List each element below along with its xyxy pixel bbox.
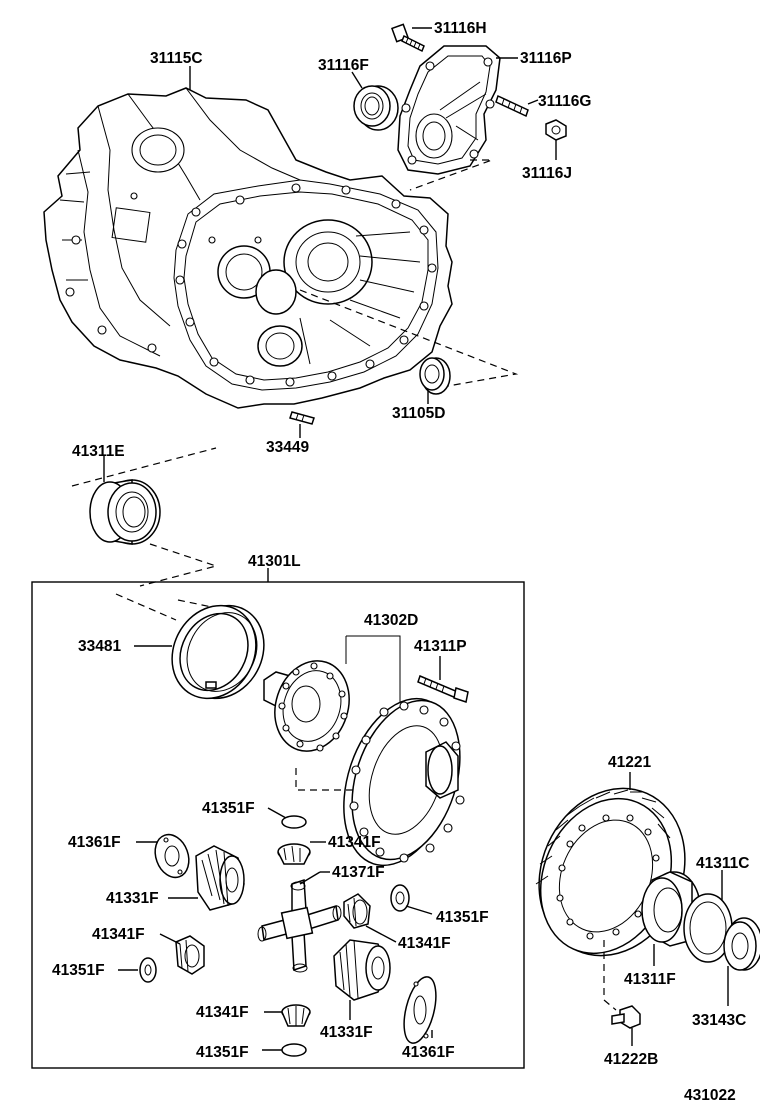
label-31116J: 31116J (522, 165, 572, 182)
label-31116G: 31116G (538, 93, 591, 110)
washer-41351F-bottom (281, 1043, 307, 1057)
oil-seal-31116F (353, 85, 399, 131)
label-41311F: 41311F (624, 971, 676, 988)
label-41351F-bottom: 41351F (196, 1044, 249, 1061)
side-gear-41331F-bottom (333, 939, 391, 1001)
nut-31116J (545, 119, 567, 141)
differential-assembly-box (31, 581, 525, 1069)
label-41331F-bottom: 41331F (320, 1024, 373, 1041)
label-33143C: 33143C (692, 1012, 746, 1029)
pin-33449 (289, 411, 315, 425)
differential-case-41302D (263, 660, 465, 867)
thrust-washer-41361F-right (403, 976, 437, 1044)
label-41311C: 41311C (696, 855, 749, 872)
pinion-41341F-left (175, 935, 205, 975)
thrust-washer-41361F-left (154, 833, 190, 879)
label-41311E: 41311E (72, 443, 125, 460)
label-41361F-right: 41361F (402, 1044, 455, 1061)
bolt-31116H (391, 23, 425, 53)
label-31116P: 31116P (520, 50, 572, 67)
spider-41371F (257, 878, 342, 973)
washer-41351F-right (390, 884, 410, 912)
label-41361F-left: 41361F (68, 834, 121, 851)
label-31105D: 31105D (392, 405, 445, 422)
label-41341F-right: 41341F (398, 935, 451, 952)
oil-seal-31105D (419, 357, 451, 395)
cover-plate-31116P (397, 45, 501, 175)
shim-ring-33481 (171, 604, 265, 700)
label-41302D: 41302D (364, 612, 418, 629)
label-41222B: 41222B (604, 1051, 658, 1068)
pinion-41341F-right (343, 893, 371, 929)
stud-31116G (495, 94, 529, 118)
pinion-41341F-bottom (281, 1004, 311, 1027)
label-31116F: 31116F (318, 57, 369, 74)
washer-41351F-top (281, 815, 307, 829)
label-33449: 33449 (266, 439, 309, 456)
label-41341F-bottom: 41341F (196, 1004, 249, 1021)
label-41341F-left: 41341F (92, 926, 145, 943)
bolt-41311P (417, 674, 469, 703)
label-31116H: 31116H (434, 20, 487, 37)
figure-code: 431022 (684, 1087, 736, 1104)
side-gear-41331F-left (195, 845, 245, 911)
label-41331F-left: 41331F (106, 890, 159, 907)
label-41351F-left: 41351F (52, 962, 105, 979)
label-31115C: 31115C (150, 50, 203, 67)
label-41301L: 41301L (248, 553, 301, 570)
oil-seal-33143C (723, 917, 760, 971)
label-41371F: 41371F (332, 864, 385, 881)
label-41341F-top: 41341F (328, 834, 381, 851)
bolt-41222B (611, 1005, 641, 1029)
ring-gear-41221 (535, 787, 686, 957)
transaxle-case-drawing (43, 87, 453, 409)
washer-41351F-left (139, 957, 157, 983)
pinion-41341F-top (277, 843, 311, 865)
label-33481: 33481 (78, 638, 121, 655)
label-41351F-right: 41351F (436, 909, 489, 926)
case-bolt-holes (65, 183, 437, 387)
label-41311P: 41311P (414, 638, 467, 655)
bearing-41311E (89, 479, 161, 545)
label-41351F-top: 41351F (202, 800, 255, 817)
label-41221: 41221 (608, 754, 651, 771)
